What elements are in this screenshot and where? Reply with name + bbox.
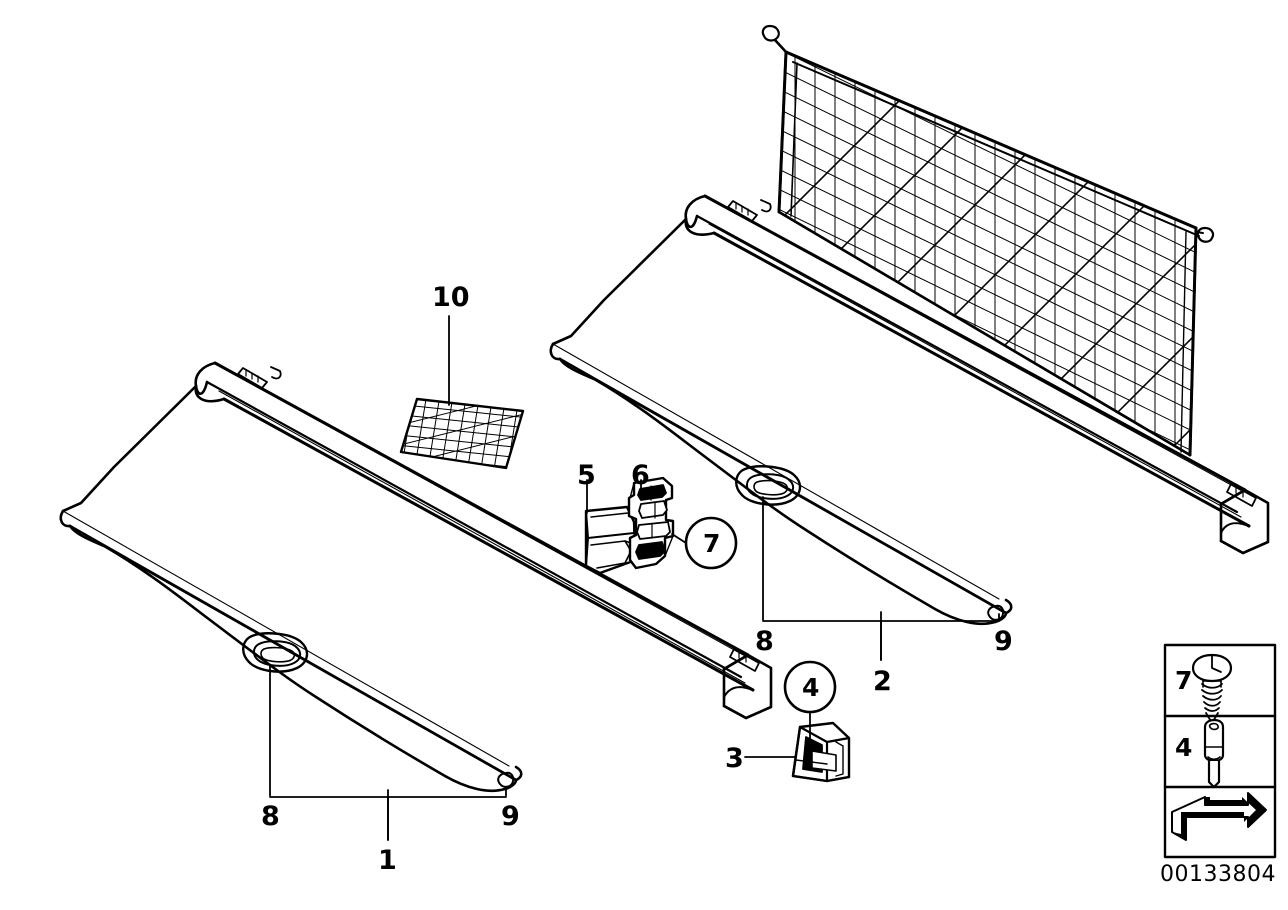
- circled-callout-7: 7: [703, 529, 721, 558]
- callout-5: 5: [577, 460, 596, 491]
- upper-roller-blind-assembly: [549, 194, 1270, 626]
- screw-icon: [1191, 653, 1233, 724]
- diagram-id-number: 00133804: [1160, 862, 1276, 887]
- pin-icon: [1203, 718, 1225, 789]
- lower-roller-blind-assembly: [59, 361, 773, 793]
- legend-box: [1163, 643, 1277, 859]
- lower-cover-handle: [242, 632, 309, 673]
- legend-number-7: 7: [1175, 666, 1193, 695]
- callout-9-upper: 9: [994, 626, 1013, 657]
- lock-mechanism-bracket: [627, 476, 675, 570]
- circled-callout-4: 4: [802, 673, 820, 702]
- leader-lines: [269, 315, 1000, 841]
- legend-number-4: 4: [1175, 733, 1193, 762]
- callout-1: 1: [378, 845, 397, 876]
- callout-3: 3: [725, 743, 744, 774]
- callout-8-upper: 8: [755, 626, 774, 657]
- callout-10: 10: [432, 282, 470, 313]
- mounting-bracket-clip: [791, 721, 851, 783]
- upper-cover-handle: [735, 465, 802, 506]
- callout-8-lower: 8: [261, 801, 280, 832]
- circled-callout-markers: [684, 516, 837, 714]
- callout-9-lower: 9: [501, 801, 520, 832]
- direction-arrow-icon: [1171, 792, 1267, 841]
- callout-6: 6: [631, 460, 650, 491]
- callout-2: 2: [873, 666, 892, 697]
